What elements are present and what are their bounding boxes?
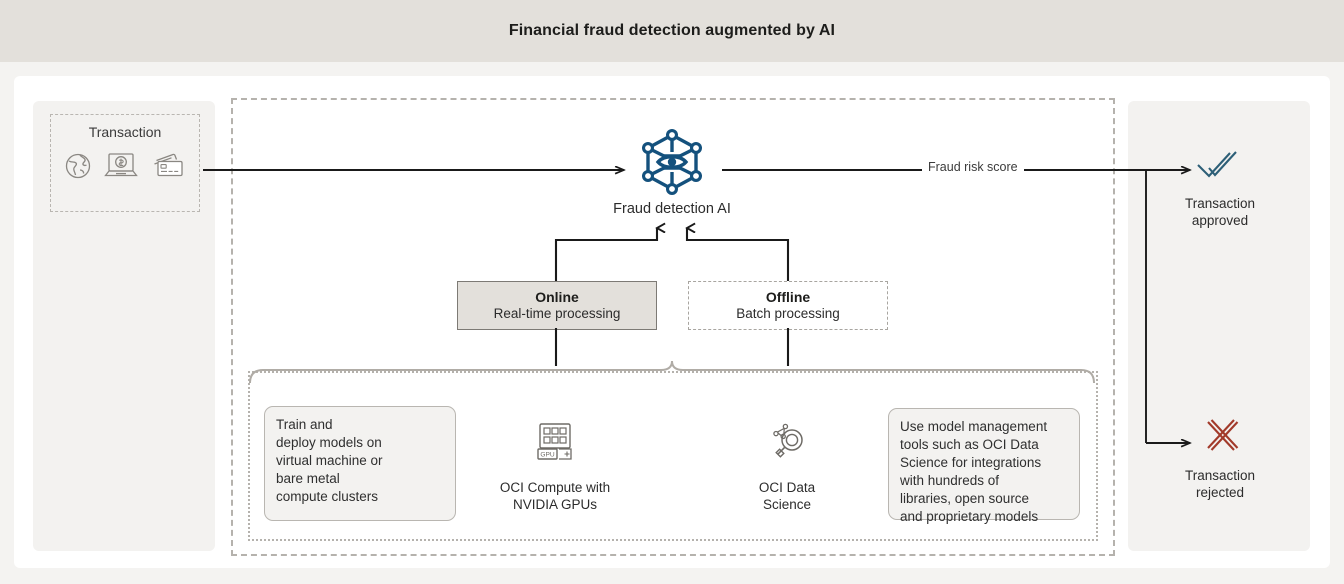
outcome-rejected: Transaction rejected bbox=[1160, 418, 1280, 502]
transaction-icon-group bbox=[63, 151, 187, 181]
offline-subtitle: Batch processing bbox=[736, 305, 840, 321]
double-x-icon bbox=[1192, 418, 1248, 456]
processing-container bbox=[231, 98, 1115, 556]
offline-title: Offline bbox=[765, 288, 811, 305]
data-science-magnifier-icon bbox=[761, 420, 813, 468]
oci-compute-item: GPU OCI Compute with NVIDIA GPUs bbox=[470, 420, 640, 514]
gpu-chip-icon: GPU bbox=[529, 420, 581, 468]
page-header: Financial fraud detection augmented by A… bbox=[0, 0, 1344, 62]
svg-text:GPU: GPU bbox=[540, 451, 555, 458]
transaction-label: Transaction bbox=[88, 124, 162, 140]
online-subtitle: Real-time processing bbox=[493, 305, 621, 321]
fraud-detection-ai-label: Fraud detection AI bbox=[613, 201, 731, 217]
model-management-callout: Use model management tools such as OCI D… bbox=[888, 408, 1080, 524]
fraud-risk-score-label: Fraud risk score bbox=[922, 160, 1024, 174]
train-deploy-callout: Train and deploy models on virtual machi… bbox=[264, 406, 456, 521]
fraud-detection-ai-icon bbox=[636, 126, 708, 198]
outcome-panel bbox=[1128, 101, 1310, 551]
outcome-approved: Transaction approved bbox=[1160, 148, 1280, 230]
laptop-dollar-icon bbox=[102, 151, 140, 181]
outcome-approved-label: Transaction approved bbox=[1184, 196, 1256, 228]
oci-data-science-item: OCI Data Science bbox=[722, 420, 852, 514]
outcome-rejected-label: Transaction rejected bbox=[1184, 468, 1256, 500]
credit-cards-icon bbox=[149, 151, 187, 181]
transaction-box: Transaction bbox=[50, 114, 200, 212]
double-check-icon bbox=[1192, 148, 1248, 184]
oci-compute-caption: OCI Compute with NVIDIA GPUs bbox=[499, 480, 611, 512]
oci-data-science-caption: OCI Data Science bbox=[758, 480, 816, 512]
offline-processing-box[interactable]: Offline Batch processing bbox=[688, 281, 888, 330]
online-title: Online bbox=[535, 288, 579, 305]
page-title: Financial fraud detection augmented by A… bbox=[508, 22, 836, 39]
online-processing-box[interactable]: Online Real-time processing bbox=[457, 281, 657, 330]
globe-icon bbox=[63, 151, 93, 181]
